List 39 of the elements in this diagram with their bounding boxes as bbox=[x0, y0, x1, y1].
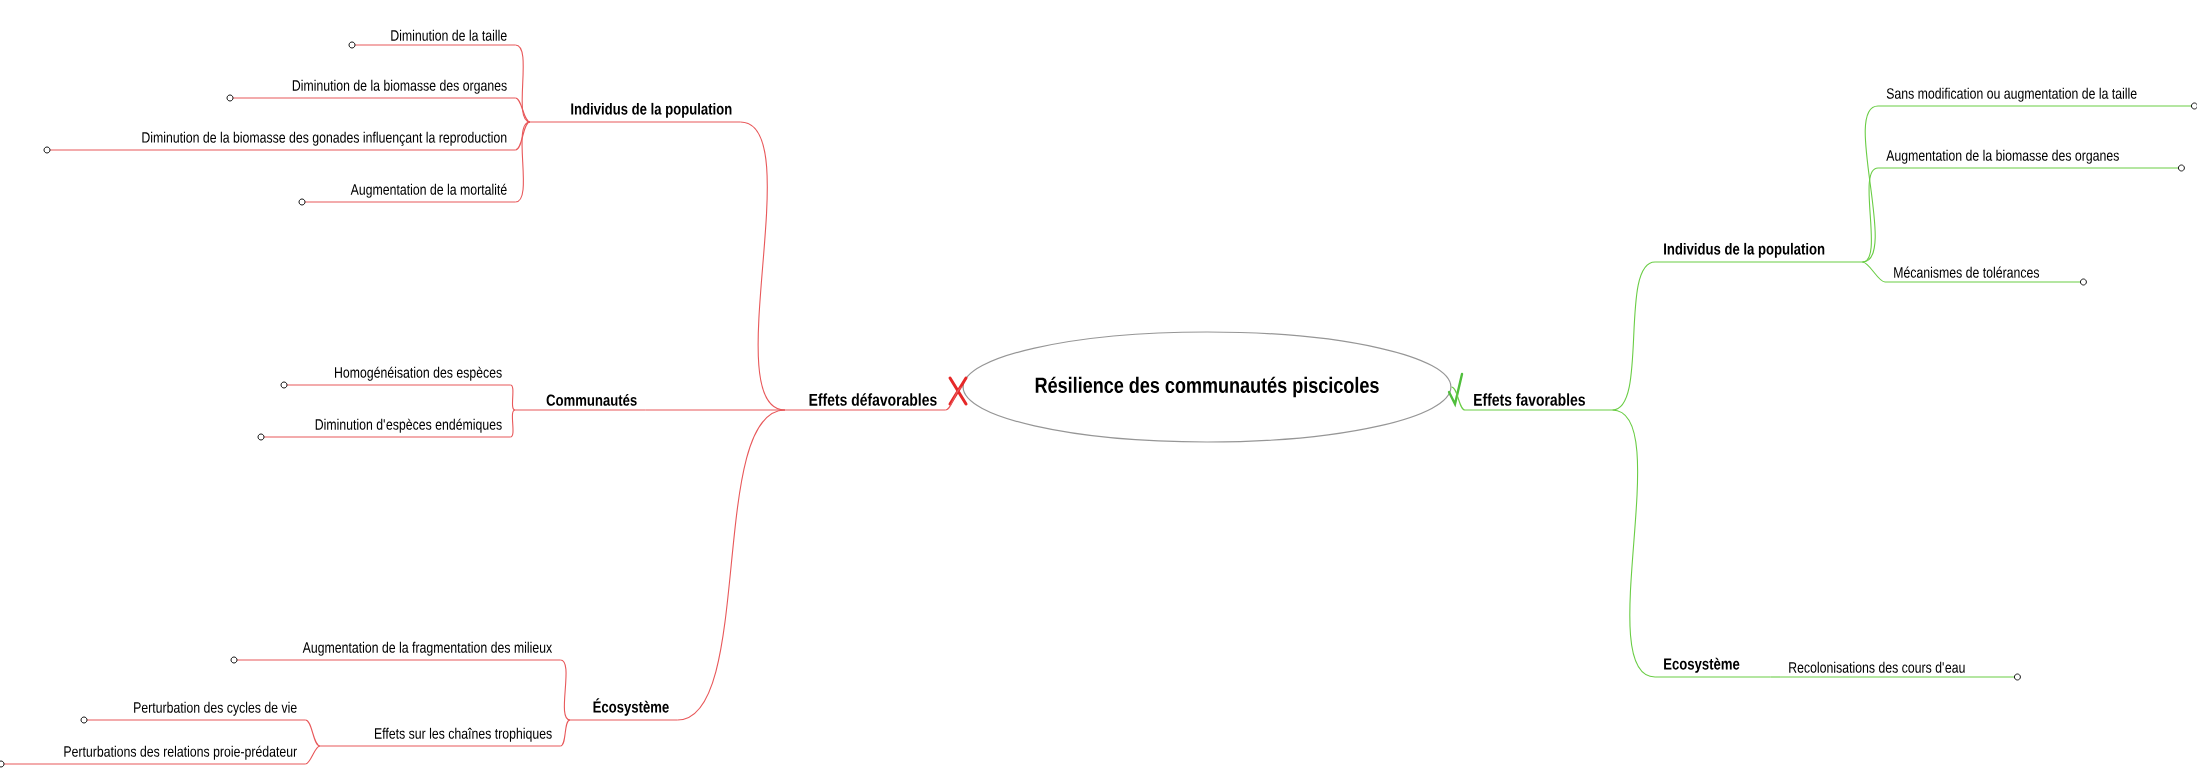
branch-line bbox=[509, 409, 516, 438]
topic-label: Sans modification ou augmentation de la taille bbox=[1877, 87, 2197, 110]
branch-line bbox=[1611, 409, 1656, 678]
topic-label: Diminution de la biomasse des organes bbox=[226, 79, 516, 102]
topic-label: Communautés bbox=[514, 393, 646, 411]
topic-label: Recolonisations des cours d'eau bbox=[1779, 661, 2021, 681]
branch-line bbox=[1450, 386, 1466, 411]
topic-label: Effets sur les chaînes trophiques bbox=[319, 727, 561, 747]
topic-label: Individus de la population bbox=[1654, 242, 1863, 263]
branch-line bbox=[509, 384, 516, 411]
branch-line bbox=[304, 745, 321, 765]
topic-label: Diminution de la biomasse des gonades influençant la reproduction bbox=[43, 131, 516, 154]
branch-line bbox=[304, 719, 321, 747]
topic-label: Perturbation des cycles de vie bbox=[80, 701, 306, 724]
topic-label: Diminution de la taille bbox=[348, 29, 516, 49]
branch-line bbox=[1861, 261, 1886, 283]
topic-label: Diminution d'espèces endémiques bbox=[257, 418, 511, 441]
branch-heading: Effets défavorables bbox=[784, 393, 946, 411]
branch-line bbox=[1611, 261, 1656, 411]
branch-line bbox=[1861, 167, 1879, 263]
topic-label: Augmentation de la mortalité bbox=[298, 183, 516, 206]
branch-line bbox=[944, 386, 964, 411]
topic-label: Mécanismes de tolérances bbox=[1884, 266, 2087, 286]
branch-line bbox=[514, 121, 531, 151]
branch-line bbox=[514, 97, 531, 123]
topic-label: Individus de la population bbox=[529, 102, 741, 123]
branch-line bbox=[559, 659, 571, 721]
branch-line bbox=[676, 409, 786, 721]
topic-label: Perturbations des relations proie-prédateur bbox=[0, 745, 306, 768]
branch-line bbox=[559, 719, 571, 747]
topic-label: Homogénéisation des espèces bbox=[280, 366, 511, 389]
topic-label: Augmentation de la biomasse des organes bbox=[1877, 149, 2185, 172]
branch-line bbox=[644, 409, 786, 411]
topic-label: Augmentation de la fragmentation des milieux bbox=[230, 641, 561, 664]
branch-line bbox=[514, 121, 531, 203]
branch-heading: Effets favorables bbox=[1464, 393, 1613, 411]
topic-label: Écosystème bbox=[569, 698, 678, 721]
topic-label: Ecosystème bbox=[1654, 657, 1771, 678]
branch-line bbox=[1769, 676, 1781, 678]
